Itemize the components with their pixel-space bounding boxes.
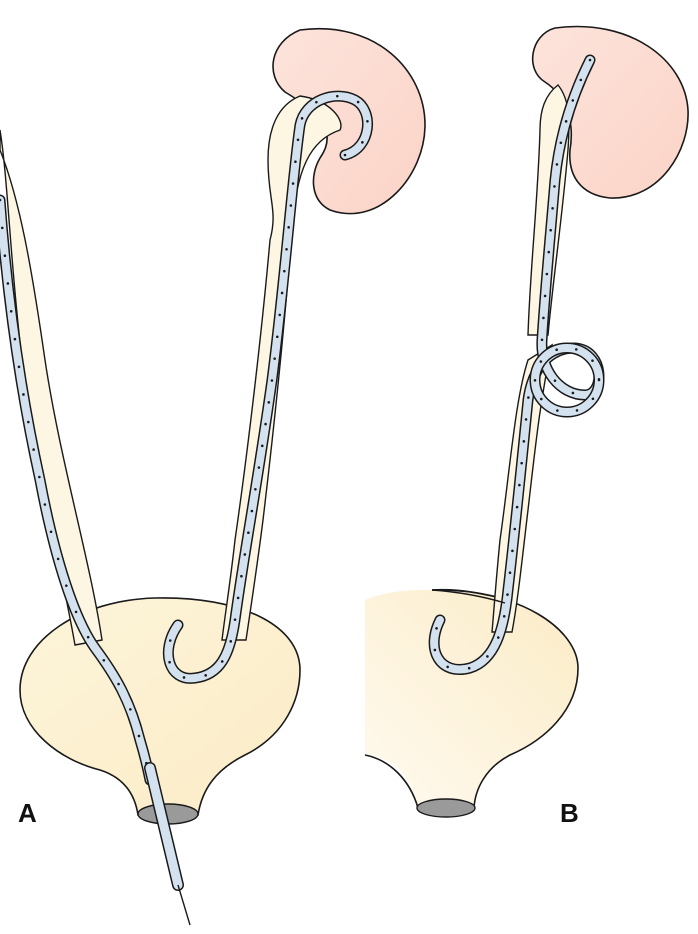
stent-loop [529, 342, 605, 418]
panel-label-a: A [18, 798, 37, 828]
guidewire [431, 589, 506, 604]
stent-left [0, 194, 156, 786]
stent-pusher [144, 762, 184, 891]
panel-a [0, 27, 426, 926]
urethral-orifice [416, 798, 476, 818]
bladder [19, 597, 301, 816]
kidney [272, 27, 426, 215]
bladder [365, 589, 578, 808]
panel-b [364, 25, 689, 818]
guidewire [177, 884, 191, 926]
panel-label-b: B [560, 798, 579, 828]
left-ureter [0, 129, 103, 646]
stent-right [162, 90, 373, 684]
kidney [531, 25, 689, 199]
